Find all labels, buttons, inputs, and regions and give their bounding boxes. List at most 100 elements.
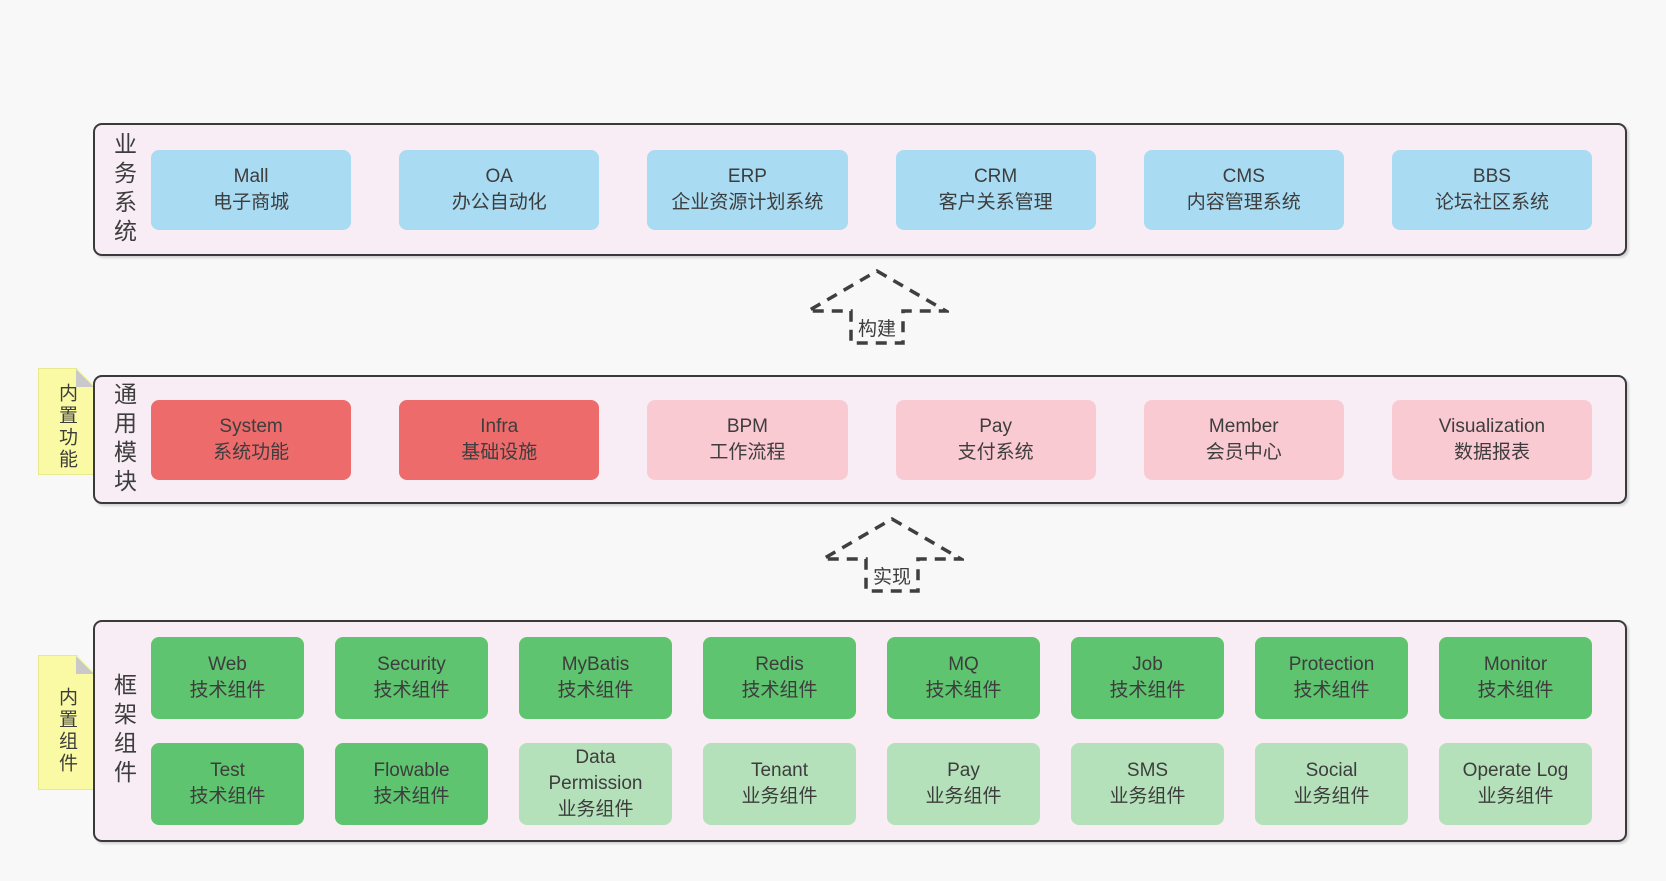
box-mq: MQ 技术组件: [887, 637, 1040, 719]
box-subtitle: 系统功能: [213, 441, 290, 463]
box-pay: Pay 支付系统: [895, 399, 1096, 480]
sticky-note-built-in-components: 内置组件: [38, 655, 95, 790]
box-bbs: BBS 论坛社区系统: [1391, 149, 1593, 230]
sticky-note-label: 内置组件: [56, 686, 77, 775]
sticky-note-label: 内置功能: [56, 382, 77, 471]
box-data-permission: Data Permission 业务组件: [519, 743, 672, 825]
box-title: BBS: [1472, 165, 1511, 187]
layer-title: 通用模块: [110, 381, 137, 498]
box-title: Job: [1132, 654, 1163, 675]
box-member: Member 会员中心: [1143, 399, 1344, 480]
box-subtitle: 会员中心: [1205, 441, 1282, 463]
box-title: Member: [1208, 415, 1279, 437]
box-social: Social 业务组件: [1255, 743, 1408, 825]
box-test: Test 技术组件: [151, 743, 304, 825]
box-title: OA: [485, 165, 513, 187]
box-title: Visualization: [1438, 415, 1546, 437]
up-arrow-icon: [805, 268, 949, 345]
box-subtitle: 论坛社区系统: [1434, 191, 1549, 213]
box-title: Pay: [947, 760, 980, 781]
box-title: Data Permission: [548, 747, 643, 794]
box-title: Protection: [1288, 654, 1375, 675]
layer-title: 业务系统: [110, 131, 137, 248]
box-title: Infra: [480, 415, 519, 437]
box-title: Monitor: [1483, 654, 1548, 675]
box-subtitle: 业务组件: [1109, 786, 1186, 807]
up-arrow-icon: [820, 516, 964, 593]
box-sms: SMS 业务组件: [1071, 743, 1224, 825]
box-title: Web: [208, 654, 247, 675]
box-title: CMS: [1222, 165, 1265, 187]
box-subtitle: 电子商城: [213, 191, 290, 213]
layer-boxes: System 系统功能 Infra 基础设施 BPM 工作流程 Pay 支付系统 Member 会…: [151, 377, 1625, 502]
box-title: CRM: [973, 165, 1018, 187]
box-subtitle: 技术组件: [1477, 680, 1554, 701]
box-title: Mall: [233, 165, 269, 187]
note-fold-corner-icon: [76, 656, 94, 674]
box-title: Test: [210, 760, 245, 781]
box-title: SMS: [1126, 760, 1169, 781]
box-mall: Mall 电子商城: [151, 149, 352, 230]
box-subtitle: 技术组件: [189, 680, 266, 701]
box-title: MQ: [948, 654, 979, 675]
box-subtitle: 技术组件: [557, 680, 634, 701]
box-crm: CRM 客户关系管理: [895, 149, 1096, 230]
sticky-note-built-in-features: 内置功能: [38, 368, 95, 475]
box-title: Operate Log: [1462, 760, 1569, 781]
box-subtitle: 技术组件: [189, 786, 266, 807]
box-title: Pay: [979, 415, 1012, 437]
box-subtitle: 工作流程: [709, 441, 786, 463]
box-mybatis: MyBatis 技术组件: [519, 637, 672, 719]
box-title: Social: [1305, 760, 1358, 781]
box-subtitle: 基础设施: [461, 441, 538, 463]
box-subtitle: 数据报表: [1453, 441, 1530, 463]
arrow-label: 实现: [868, 562, 916, 589]
box-subtitle: 内容管理系统: [1186, 191, 1301, 213]
box-system: System 系统功能: [151, 399, 352, 480]
box-title: Security: [377, 654, 446, 675]
box-subtitle: 业务组件: [557, 799, 634, 820]
note-fold-corner-icon: [76, 369, 94, 387]
box-subtitle: 办公自动化: [451, 191, 547, 213]
box-subtitle: 业务组件: [925, 786, 1002, 807]
arrow-label: 构建: [853, 314, 901, 341]
box-subtitle: 业务组件: [1293, 786, 1370, 807]
box-title: MyBatis: [561, 654, 630, 675]
box-subtitle: 技术组件: [373, 786, 450, 807]
box-title: ERP: [727, 165, 767, 187]
box-cms: CMS 内容管理系统: [1143, 149, 1344, 230]
box-subtitle: 技术组件: [925, 680, 1002, 701]
box-title: BPM: [726, 415, 769, 437]
layer-title: 框架组件: [110, 673, 137, 789]
arrow-implement: 实现: [820, 516, 964, 594]
box-subtitle: 技术组件: [1293, 680, 1370, 701]
layer-common-modules: 通用模块 System 系统功能 Infra 基础设施 BPM 工作流程 Pay 支付系统 Me…: [93, 375, 1627, 504]
box-title: System: [219, 415, 283, 437]
box-subtitle: 业务组件: [1477, 786, 1554, 807]
box-web: Web 技术组件: [151, 637, 304, 719]
box-subtitle: 客户关系管理: [938, 191, 1053, 213]
box-infra: Infra 基础设施: [399, 399, 600, 480]
box-protection: Protection 技术组件: [1255, 637, 1408, 719]
box-oa: OA 办公自动化: [399, 149, 600, 230]
box-tenant: Tenant 业务组件: [703, 743, 856, 825]
box-subtitle: 业务组件: [741, 786, 818, 807]
box-row: System 系统功能 Infra 基础设施 BPM 工作流程 Pay 支付系统 Member 会…: [151, 399, 1593, 480]
box-monitor: Monitor 技术组件: [1439, 637, 1592, 719]
box-title: Tenant: [750, 760, 809, 781]
box-title: Redis: [755, 654, 804, 675]
box-subtitle: 支付系统: [957, 441, 1034, 463]
